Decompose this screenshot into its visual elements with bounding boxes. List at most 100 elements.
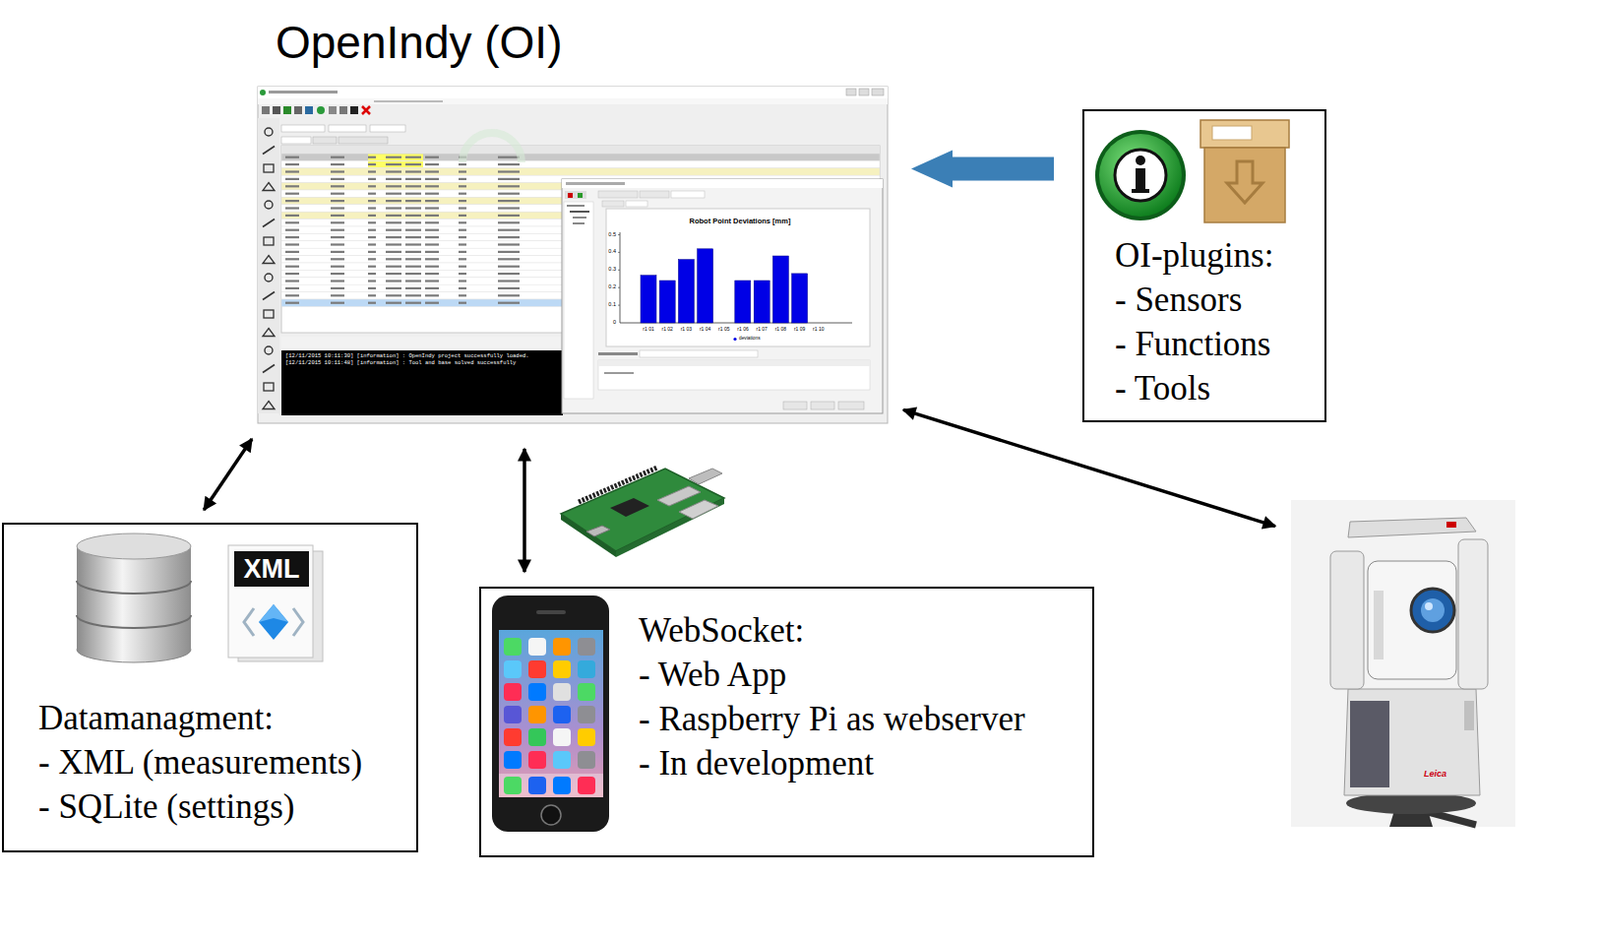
app-screenshot: [281, 145, 880, 154]
table-row: [285, 221, 300, 224]
raspberry-pi: [560, 467, 725, 557]
file-badge: XML: [244, 555, 301, 583]
bar-chart: [735, 280, 751, 323]
table-row: [405, 302, 422, 305]
table-row: [497, 199, 520, 202]
bar-chart: [772, 255, 789, 323]
websocket-box: WebSocket:- Web App- Raspberry Pi as web…: [479, 586, 1095, 858]
table-row: [385, 294, 402, 297]
table-row: [458, 294, 467, 297]
package-icon: [1227, 161, 1263, 203]
laser-tracker: [1367, 560, 1457, 679]
xml-file-icon: [234, 551, 309, 587]
app-screenshot: [281, 350, 563, 416]
dialog-window: [639, 190, 670, 198]
table-row: [458, 206, 467, 209]
table-row: [425, 294, 439, 297]
plugin-icon: [1095, 129, 1186, 221]
tool-icon: [263, 164, 274, 173]
table-row: [330, 184, 345, 187]
table-row: [405, 170, 422, 173]
table-row: [425, 279, 439, 282]
tool-icon: [262, 219, 275, 228]
tool-icon: [262, 401, 275, 410]
bar-chart: [617, 234, 620, 236]
table-row: [285, 178, 300, 181]
table-row: [330, 294, 345, 297]
package-icon: [1200, 120, 1290, 223]
table-row: [458, 279, 467, 282]
table-row: [497, 265, 520, 268]
laser-tracker: [1344, 688, 1480, 796]
app-screenshot: [281, 336, 561, 351]
table-row: [385, 229, 402, 232]
table-row: [497, 163, 520, 166]
database-icon: [76, 615, 191, 628]
app-icon: [577, 705, 596, 724]
table-row: [425, 184, 439, 187]
table-row: [425, 214, 439, 217]
list-item: - SQLite (settings): [38, 784, 296, 829]
table-row: [385, 192, 402, 195]
app-screenshot: [257, 98, 888, 105]
table-row: [497, 221, 520, 224]
app-icon: [577, 637, 596, 656]
axis-category: r1 02: [661, 326, 673, 332]
app-screenshot: [338, 136, 388, 144]
table-row: [281, 168, 880, 176]
dialog-window: [838, 401, 864, 410]
app-screenshot: [268, 90, 338, 94]
app-icon: [503, 776, 522, 795]
table-row: [385, 184, 402, 187]
table-row: [385, 214, 402, 217]
table-row: [368, 163, 376, 166]
laser-tracker: [1464, 700, 1475, 731]
table-row: [285, 257, 300, 260]
table-row: [425, 265, 439, 268]
laser-tracker: [1330, 551, 1364, 689]
table-row: [330, 163, 345, 166]
app-icon: [503, 705, 522, 724]
dialog-window: [783, 401, 807, 410]
dialog-window: [572, 222, 585, 225]
axis-category: r1 10: [812, 326, 824, 332]
data-link-arrow: [203, 438, 252, 510]
table-row: [458, 214, 467, 217]
table-row: [285, 287, 300, 290]
tool-icon: [264, 200, 273, 209]
raspberry-pi: [578, 467, 658, 502]
table-row: [425, 192, 439, 195]
bar-chart: [617, 232, 853, 341]
raspberry-pi: [586, 525, 611, 537]
xml-file-icon: [258, 604, 289, 622]
table-row: [385, 199, 402, 202]
app-icon: [528, 660, 547, 678]
table-row: [458, 287, 467, 290]
table-row: [285, 250, 300, 253]
table-row: [385, 250, 402, 253]
dialog-window: [602, 200, 624, 207]
dialog-window: [598, 360, 870, 390]
app-icon: [528, 750, 547, 769]
table-row: [330, 214, 345, 217]
table-row: [405, 229, 422, 232]
table-row: [425, 221, 439, 224]
table-row: [285, 206, 300, 209]
dialog-window: [566, 204, 585, 207]
table-row: [405, 178, 422, 181]
table-row: [368, 272, 376, 275]
axis-category: r1 08: [775, 326, 787, 332]
dialog-window: [639, 350, 758, 358]
plugin-box: OI-plugins:- Sensors- Functions- Tools: [1082, 109, 1327, 423]
plugin-icon: [1099, 133, 1182, 217]
bar-chart: [619, 232, 621, 323]
list-item: - In development: [638, 740, 874, 786]
dialog-window: [604, 371, 634, 374]
toolbar: [350, 106, 359, 115]
table-row: [368, 265, 376, 268]
app-icon: [503, 660, 522, 678]
package-icon: [1200, 120, 1290, 148]
table-row: [497, 294, 520, 297]
dialog-window: [572, 216, 587, 219]
table-row: [330, 178, 345, 181]
